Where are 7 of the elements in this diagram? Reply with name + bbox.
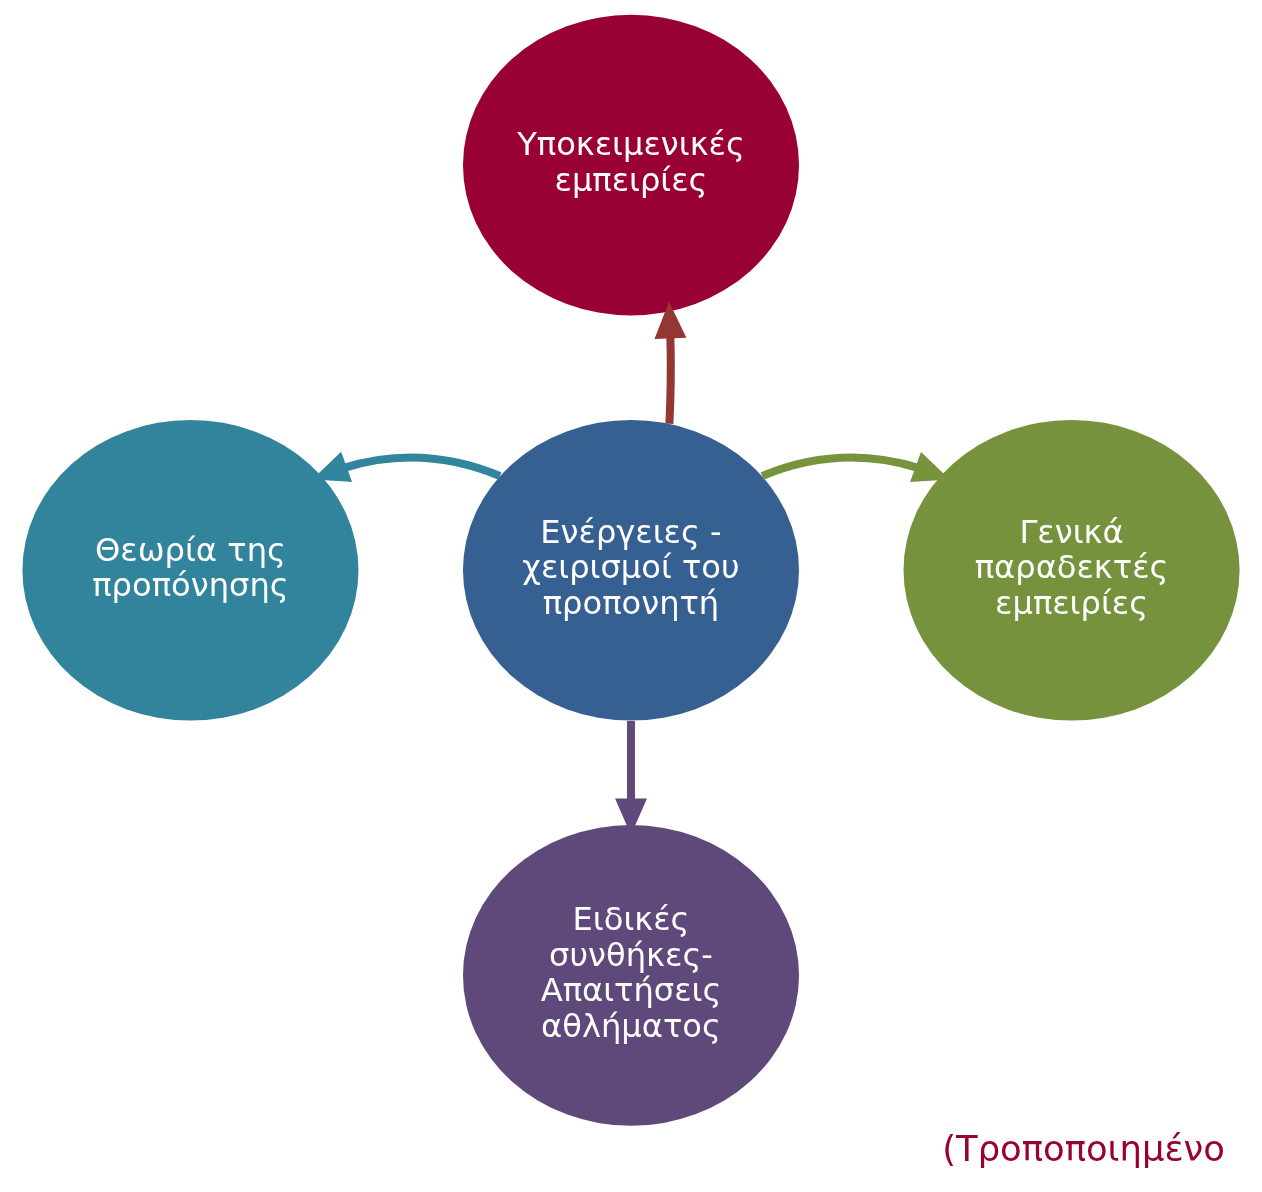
node-ellipse: Θεωρία της προπόνησης xyxy=(22,419,359,721)
caption: (Τροποποιημένο xyxy=(942,1127,1225,1169)
node-ellipse: Ενέργειες - χειρισμοί του προπονητή xyxy=(463,419,799,721)
node-ellipse: Ειδικές συνθήκες- Απαιτήσεις αθλήματος xyxy=(463,825,799,1126)
node-ellipse: Υποκειμενικές εμπειρίες xyxy=(463,14,799,316)
node-ellipse: Γενικά παραδεκτές εμπειρίες xyxy=(903,419,1240,721)
arrow xyxy=(654,301,687,424)
